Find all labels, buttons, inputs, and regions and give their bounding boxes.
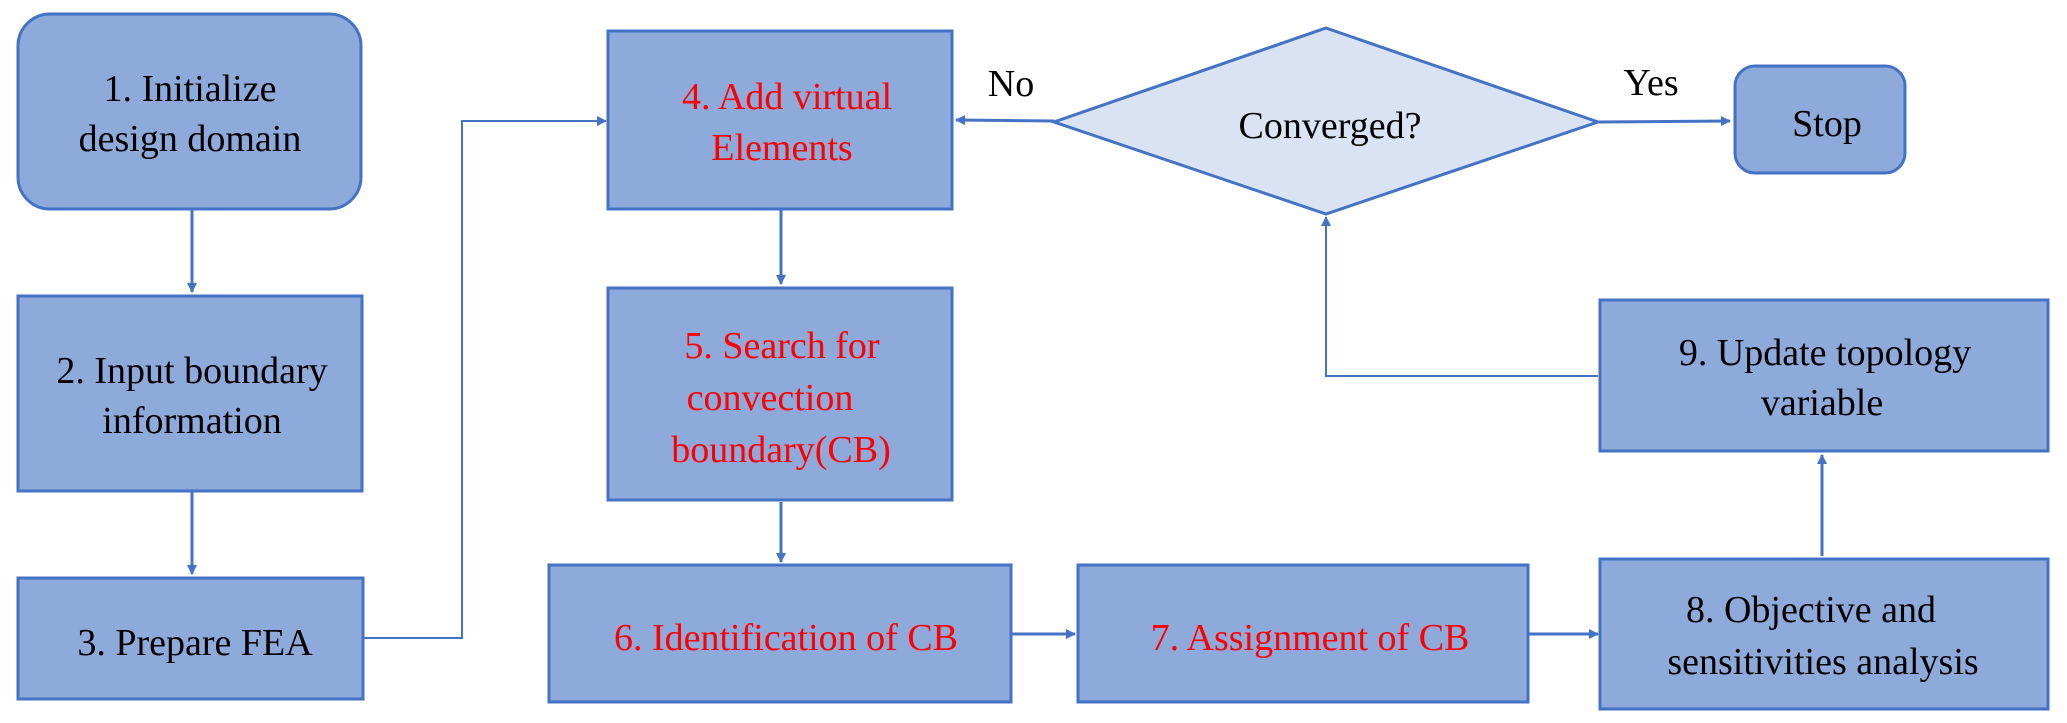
svg-text:4. Add virtual: 4. Add virtual [682,76,892,118]
node-update-topology-variable: 9. Update topology variable [1598,298,2050,453]
decision-converged: Converged? [1049,26,1603,216]
svg-text:Converged?: Converged? [1239,105,1422,147]
svg-text:Stop: Stop [1792,103,1862,145]
svg-text:variable: variable [1761,382,1883,424]
svg-text:sensitivities analysis: sensitivities analysis [1667,641,1978,683]
yes-label: Yes [1623,62,1678,104]
node-objective-sensitivities-analysis: 8. Objective and sensitivities analysis [1598,557,2050,711]
edge-9-to-decision [1321,216,1598,377]
svg-text:5. Search for: 5. Search for [684,325,880,367]
svg-text:8. Objective and: 8. Objective and [1686,589,1936,631]
node-search-convection-boundary: 5. Search for convection boundary(CB) [606,286,954,502]
svg-text:3. Prepare FEA: 3. Prepare FEA [77,622,313,664]
node-identification-of-cb: 6. Identification of CB [547,563,1013,704]
edge-decision-yes [1597,116,1731,127]
node-initialize-design-domain: 1. Initialize design domain [16,12,363,211]
edge-decision-no [955,115,1055,126]
svg-text:7. Assignment of CB: 7. Assignment of CB [1151,617,1470,659]
svg-text:boundary(CB): boundary(CB) [671,429,891,471]
svg-text:convection: convection [687,377,854,419]
node-assignment-of-cb: 7. Assignment of CB [1076,563,1530,704]
svg-text:2. Input boundary: 2. Input boundary [56,350,327,392]
node-prepare-fea: 3. Prepare FEA [16,576,365,701]
svg-text:design domain: design domain [79,118,302,160]
svg-text:information: information [102,400,281,442]
svg-text:1. Initialize: 1. Initialize [103,68,276,110]
svg-text:9. Update topology: 9. Update topology [1679,332,1971,374]
edge-3-to-4 [364,116,607,639]
svg-text:6. Identification of CB: 6. Identification of CB [614,617,958,659]
node-stop: Stop [1733,64,1907,175]
node-add-virtual-elements: 4. Add virtual Elements [606,29,954,211]
node-input-boundary-information: 2. Input boundary information [16,294,364,493]
svg-text:Elements: Elements [711,127,852,169]
no-label: No [988,63,1034,105]
